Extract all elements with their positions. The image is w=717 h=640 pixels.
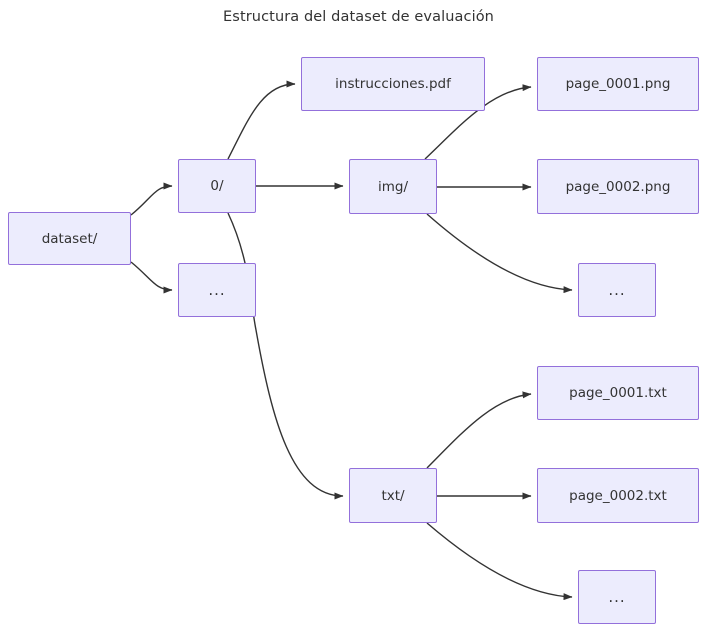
node-label: ... (608, 588, 626, 606)
page-title: Estructura del dataset de evaluación (223, 9, 494, 25)
edge-dataset-to-dots_root (130, 261, 173, 294)
node-page2png[interactable]: page_0002.png (537, 159, 699, 214)
node-label: page_0002.txt (569, 487, 667, 504)
node-label: ... (208, 281, 226, 299)
node-dataset[interactable]: dataset/ (8, 212, 131, 265)
edge-zero-to-txt (227, 212, 344, 500)
node-label: ... (608, 281, 626, 299)
node-label: page_0001.txt (569, 385, 667, 401)
node-label: dataset/ (41, 230, 98, 247)
node-label: page_0002.png (565, 178, 671, 195)
node-page1txt[interactable]: page_0001.txt (537, 366, 699, 420)
edge-img-to-page1png (424, 84, 532, 160)
node-img[interactable]: img/ (349, 159, 437, 214)
node-label: 0/ (210, 178, 224, 194)
node-label: img/ (377, 178, 409, 195)
node-label: txt/ (381, 487, 405, 504)
node-txt[interactable]: txt/ (349, 468, 437, 523)
node-page1png[interactable]: page_0001.png (537, 57, 699, 111)
node-instrucciones[interactable]: instrucciones.pdf (301, 57, 485, 111)
edge-txt-to-dots_txt (426, 522, 573, 601)
node-dots_root[interactable]: ... (178, 263, 256, 317)
node-zero[interactable]: 0/ (178, 159, 256, 213)
node-label: instrucciones.pdf (335, 76, 451, 92)
node-dots_img[interactable]: ... (578, 263, 656, 317)
node-label: page_0001.png (565, 76, 671, 92)
edge-txt-to-page1txt (426, 391, 532, 469)
node-page2txt[interactable]: page_0002.txt (537, 468, 699, 523)
edge-img-to-dots_img (426, 213, 573, 294)
node-dots_txt[interactable]: ... (578, 570, 656, 624)
edge-dataset-to-zero (130, 182, 173, 216)
edge-zero-to-instrucciones (227, 80, 296, 160)
